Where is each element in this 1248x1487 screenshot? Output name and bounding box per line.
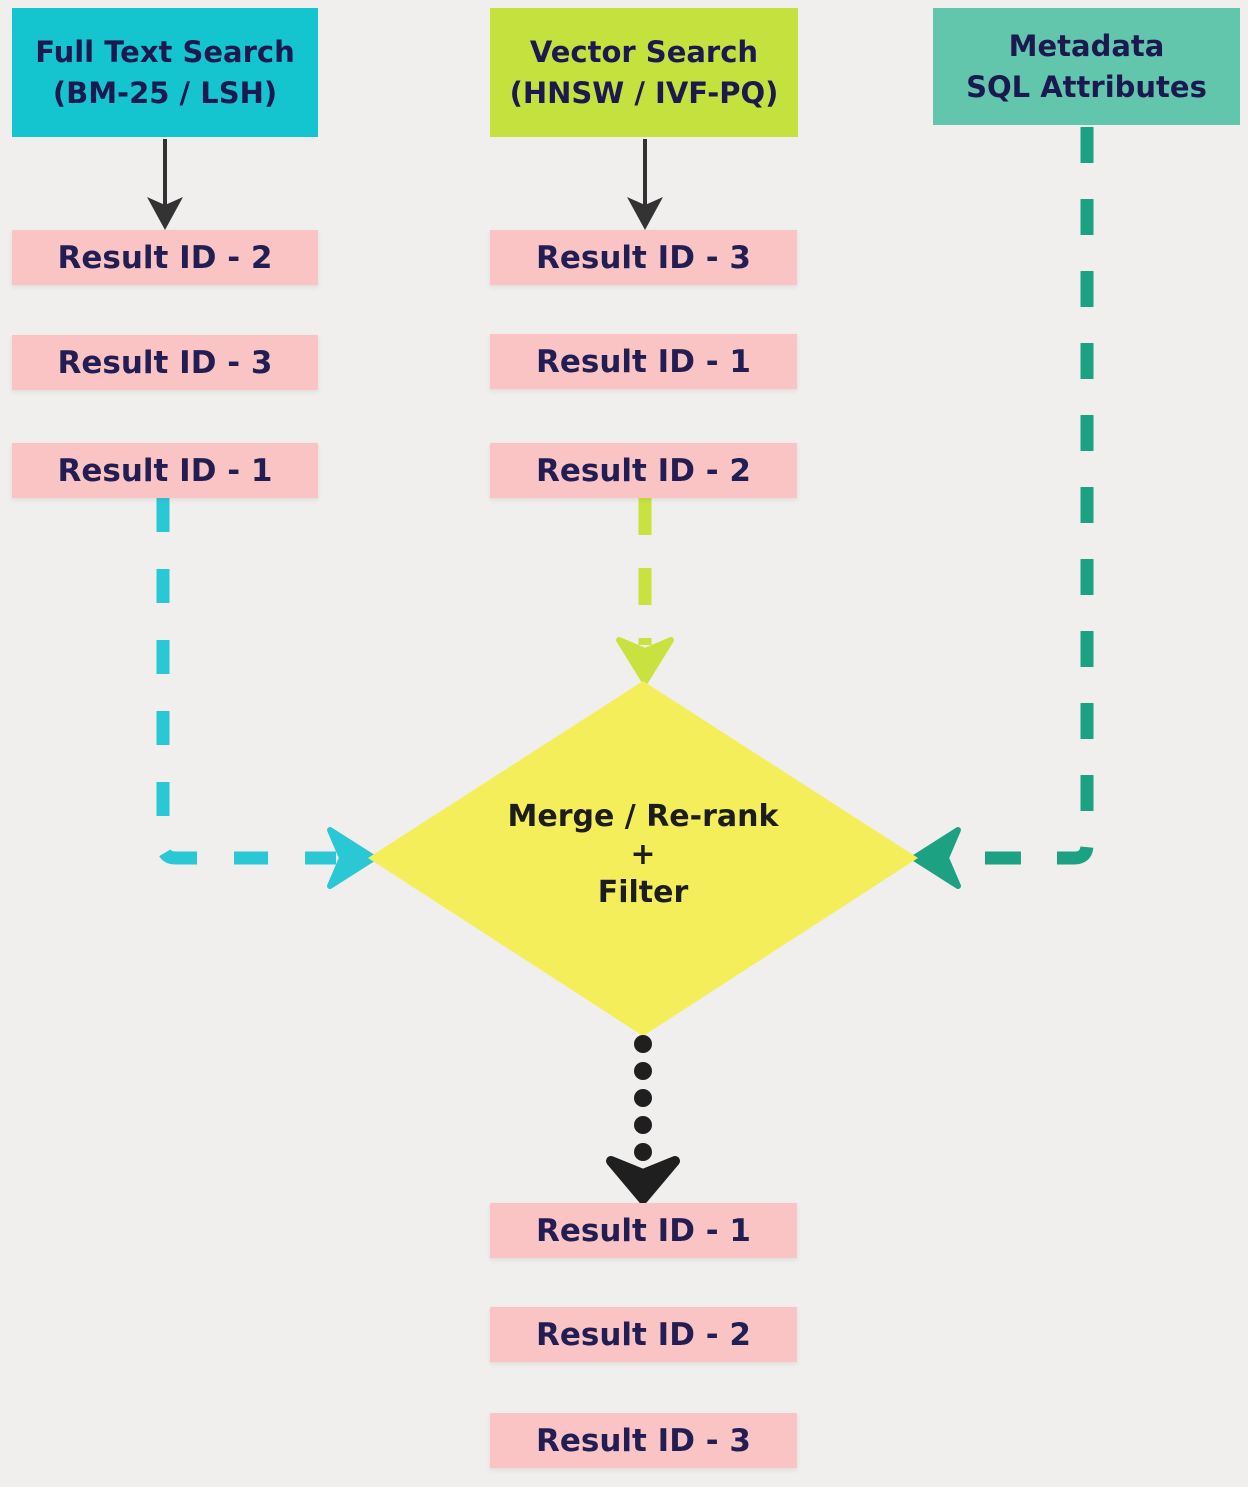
- merge-label: Merge / Re-rank + Filter: [507, 799, 779, 910]
- vector-result-1: Result ID - 3: [490, 230, 797, 285]
- metadata-dashed-connector: [954, 127, 1094, 865]
- full-text-result-2: Result ID - 3: [12, 335, 318, 390]
- full-text-arrowhead-icon: [327, 827, 377, 889]
- vector-result-2: Result ID - 1: [490, 334, 797, 389]
- full-text-search-header: Full Text Search (BM-25 / LSH): [12, 8, 318, 137]
- metadata-arrowhead-icon: [911, 827, 961, 889]
- full-text-dashed-connector: [156, 498, 336, 865]
- vector-result-3: Result ID - 2: [490, 443, 797, 498]
- merge-down-arrowhead-icon: [606, 1156, 680, 1204]
- full-text-down-arrow: [147, 139, 183, 230]
- vector-search-header: Vector Search (HNSW / IVF-PQ): [490, 8, 798, 137]
- final-result-1: Result ID - 1: [490, 1203, 797, 1258]
- merge-dotted-connector: [634, 1035, 652, 1161]
- metadata-header: Metadata SQL Attributes: [933, 8, 1240, 125]
- vector-arrowhead-icon: [616, 637, 674, 685]
- vector-down-arrow: [627, 139, 663, 230]
- full-text-result-1: Result ID - 2: [12, 230, 318, 285]
- final-result-2: Result ID - 2: [490, 1307, 797, 1362]
- merge-diamond: [368, 681, 918, 1036]
- full-text-result-3: Result ID - 1: [12, 443, 318, 498]
- final-result-3: Result ID - 3: [490, 1413, 797, 1468]
